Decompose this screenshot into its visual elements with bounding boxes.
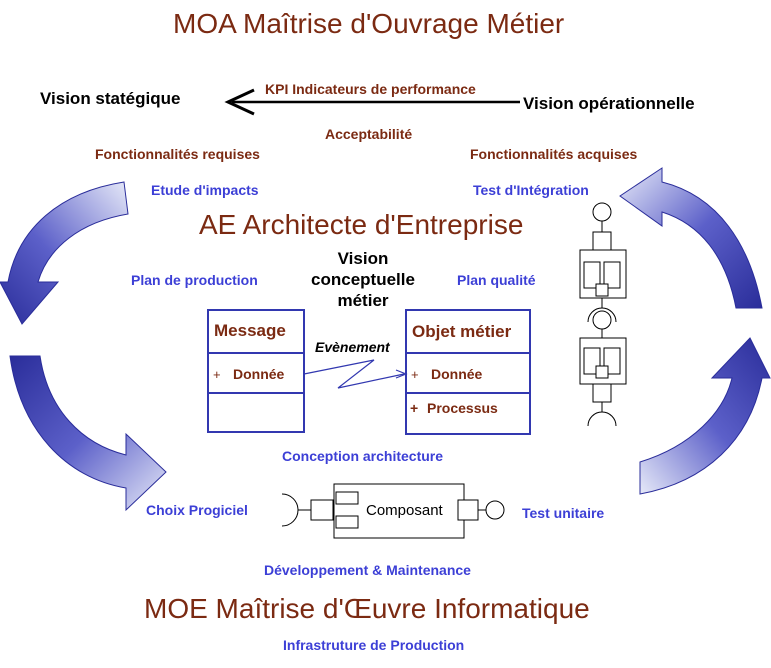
objet-op: Processus xyxy=(427,400,498,416)
choix-progiciel-label: Choix Progiciel xyxy=(146,502,248,518)
vision-strategique-label: Vision statégique xyxy=(40,89,181,108)
message-attr-marker: + xyxy=(213,367,221,382)
kpi-label: KPI Indicateurs de performance xyxy=(265,81,476,97)
test-unitaire-label: Test unitaire xyxy=(522,505,605,521)
objet-class-name: Objet métier xyxy=(412,322,512,341)
developpement-label: Développement & Maintenance xyxy=(264,562,471,578)
conception-architecture-label: Conception architecture xyxy=(282,448,444,464)
moa-title: MOA Maîtrise d'Ouvrage Métier xyxy=(173,8,565,39)
objet-class-box xyxy=(405,309,531,435)
moe-title: MOE Maîtrise d'Œuvre Informatique xyxy=(144,593,590,624)
kpi-arrow-head xyxy=(224,88,255,116)
message-class-box xyxy=(207,309,305,433)
composant-label: Composant xyxy=(366,502,443,519)
curved-arrow-top-right xyxy=(619,167,763,309)
message-class-name: Message xyxy=(214,321,286,340)
fonctionnalites-requises-label: Fonctionnalités requises xyxy=(95,146,260,162)
vision-conceptuelle-label: Vision conceptuelle métier xyxy=(311,249,415,310)
infrastructure-label: Infrastruture de Production xyxy=(283,637,465,653)
curved-arrow-bottom-left xyxy=(9,355,167,512)
objet-attr: Donnée xyxy=(431,366,483,382)
curved-arrow-bottom-right xyxy=(639,337,771,495)
vision-operationnelle-label: Vision opérationnelle xyxy=(523,94,695,113)
evenement-label: Evènement xyxy=(315,339,390,355)
fonctionnalites-acquises-label: Fonctionnalités acquises xyxy=(470,146,638,162)
component-shape xyxy=(281,483,505,539)
component-assembly xyxy=(579,202,627,427)
etude-impacts-label: Etude d'impacts xyxy=(151,182,259,198)
ae-title: AE Architecte d'Entreprise xyxy=(199,209,524,240)
acceptabilite-label: Acceptabilité xyxy=(325,126,413,142)
objet-attr-marker: + xyxy=(411,367,419,382)
message-attr: Donnée xyxy=(233,366,285,382)
curved-arrow-top-left xyxy=(0,181,129,325)
objet-op-marker: + xyxy=(410,400,419,416)
plan-production-label: Plan de production xyxy=(131,272,258,288)
plan-qualite-label: Plan qualité xyxy=(457,272,536,288)
test-integration-label: Test d'Intégration xyxy=(473,182,589,198)
association-line xyxy=(303,359,405,389)
